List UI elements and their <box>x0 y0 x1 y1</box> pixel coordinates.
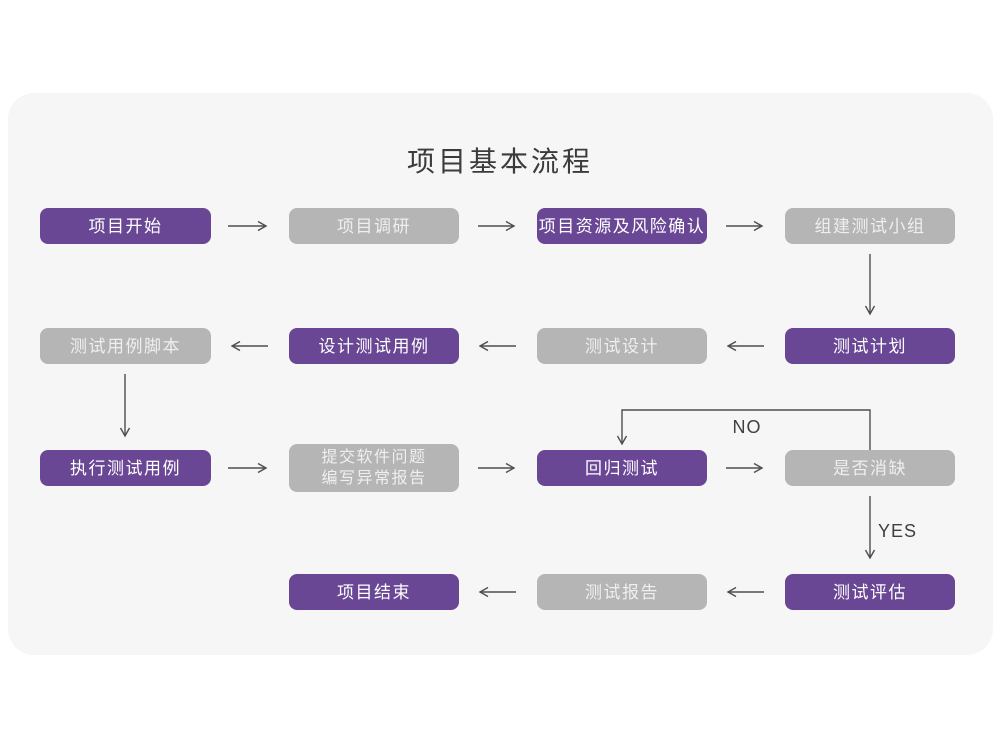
node-test-evaluation: 测试评估 <box>785 574 955 610</box>
edge-label-no: NO <box>732 417 762 437</box>
node-test-design: 测试设计 <box>537 328 707 364</box>
node-resources-risk-confirm: 项目资源及风险确认 <box>537 208 707 244</box>
node-project-research: 项目调研 <box>289 208 459 244</box>
flowchart-card <box>8 93 993 655</box>
node-test-plan: 测试计划 <box>785 328 955 364</box>
node-defect-resolved: 是否消缺 <box>785 450 955 486</box>
page-title: 项目基本流程 <box>406 146 593 177</box>
node-project-end: 项目结束 <box>289 574 459 610</box>
node-regression-test: 回归测试 <box>537 450 707 486</box>
node-test-report: 测试报告 <box>537 574 707 610</box>
node-form-test-team: 组建测试小组 <box>785 208 955 244</box>
node-submit-issue-report: 提交软件问题 编写异常报告 <box>289 444 459 492</box>
node-test-case-script: 测试用例脚本 <box>40 328 211 364</box>
node-project-start: 项目开始 <box>40 208 211 244</box>
node-design-test-case: 设计测试用例 <box>289 328 459 364</box>
edge-label-yes: YES <box>878 521 918 541</box>
node-execute-test-case: 执行测试用例 <box>40 450 211 486</box>
